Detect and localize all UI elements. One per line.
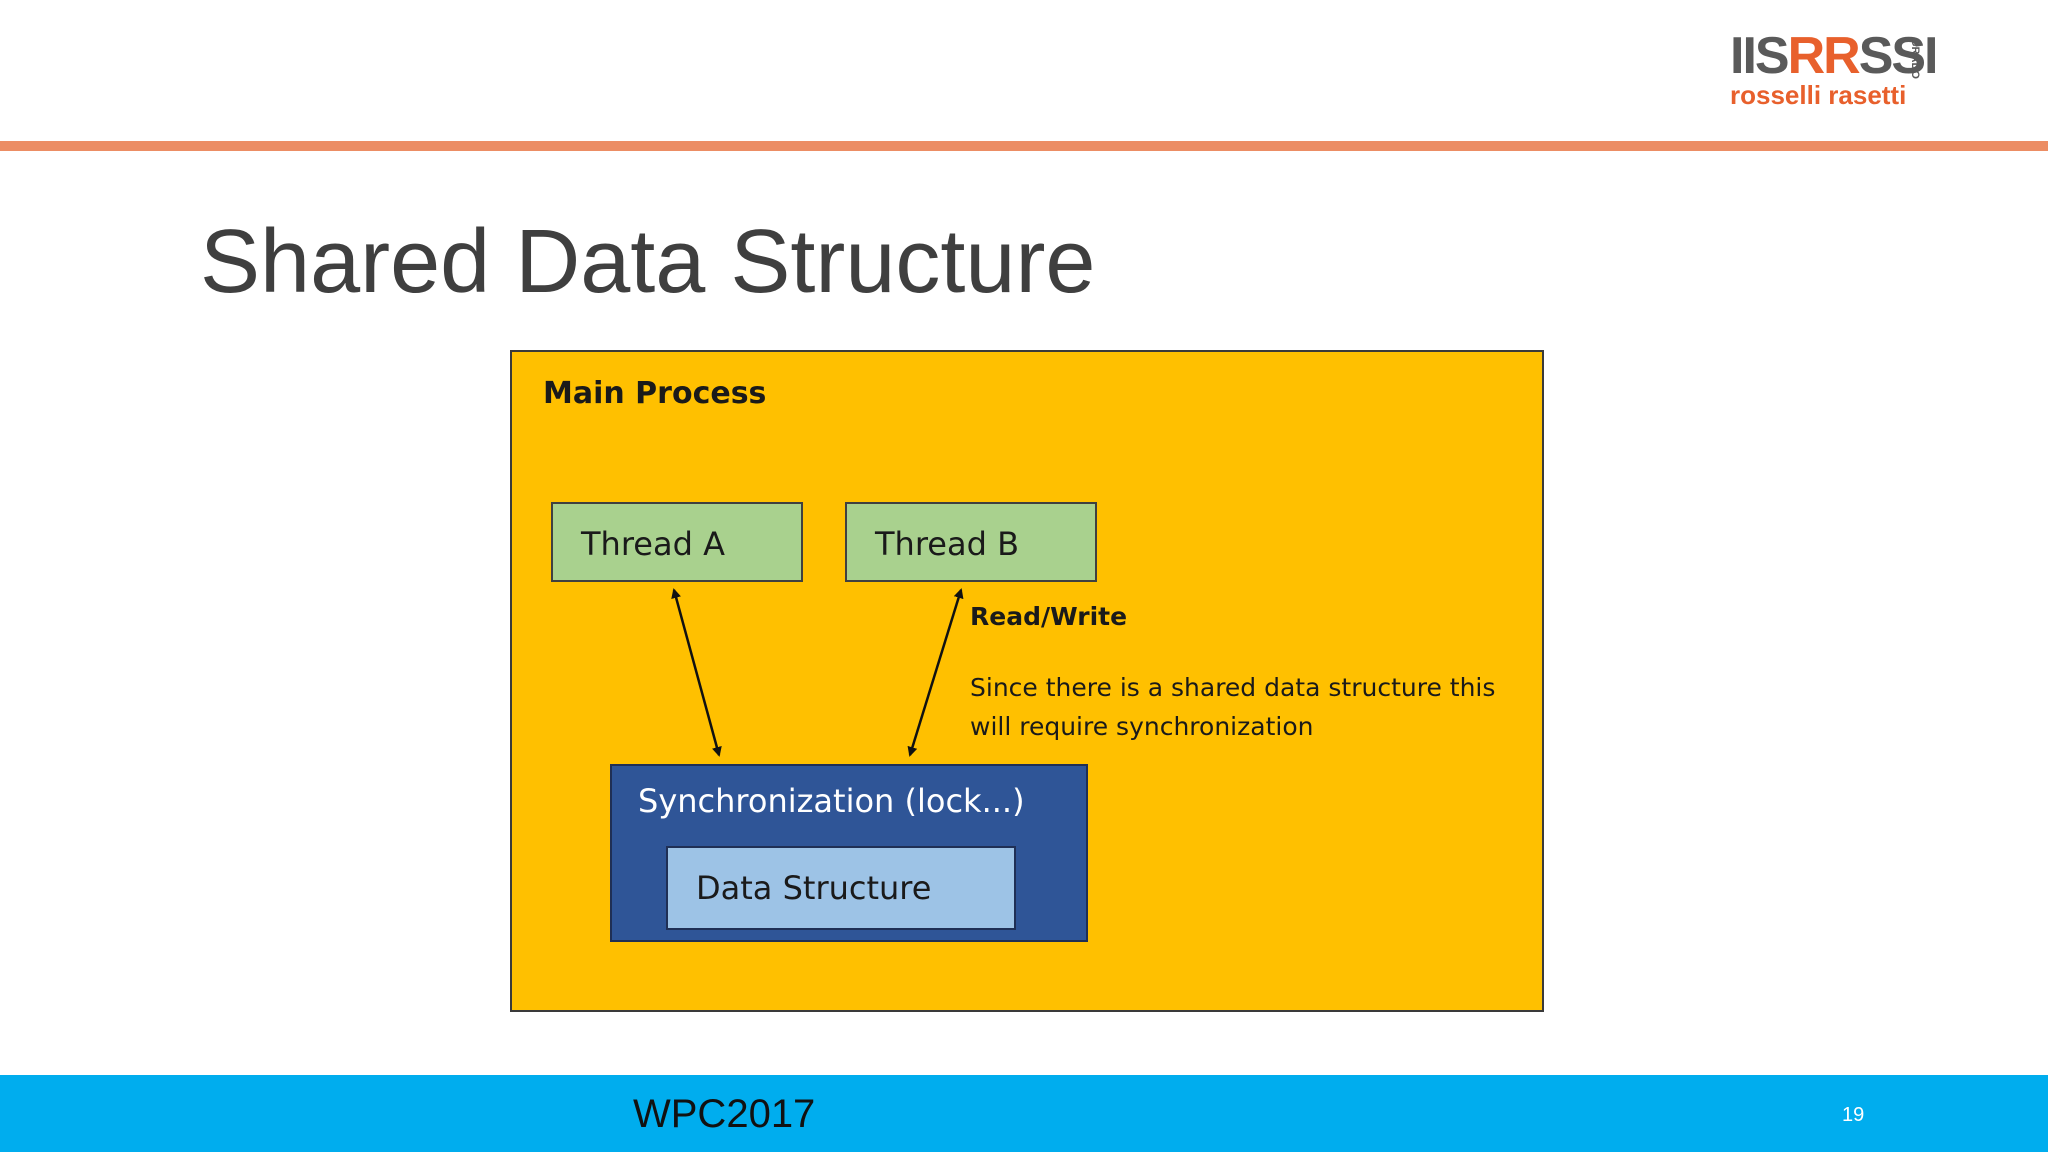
diagram-arrows (671, 588, 964, 757)
header-rule (0, 141, 2048, 151)
logo-mark-left: IIS (1730, 27, 1790, 85)
thread-a-box: Thread A (551, 502, 803, 582)
sync-note: Since there is a shared data structure t… (970, 673, 1496, 741)
thread-a-label: Thread A (581, 525, 725, 563)
logo-mark-small: GRADO (1908, 38, 1921, 79)
read-write-label: Read/Write (970, 602, 1128, 631)
footer-bar: WPC2017 19 (0, 1075, 2048, 1152)
synchronization-box: Synchronization (lock...) Data Structure (610, 764, 1088, 942)
page-number: 19 (1842, 1104, 1865, 1126)
data-structure-label: Data Structure (696, 869, 932, 907)
arrow-thread-b-sync (907, 588, 964, 757)
school-logo: IISRRSSIGRADO rosselli rasetti (1726, 24, 1939, 114)
thread-b-box: Thread B (845, 502, 1097, 582)
main-process-label: Main Process (543, 376, 767, 411)
footer-event: WPC2017 (633, 1092, 816, 1136)
thread-b-label: Thread B (875, 525, 1020, 563)
diagram: Main Process Thread A Thread B Read/Writ… (510, 350, 1544, 1012)
logo-mark-orange: RR (1787, 27, 1861, 85)
logo-subtitle: rosselli rasetti (1730, 80, 1907, 110)
data-structure-box: Data Structure (666, 846, 1016, 930)
synchronization-label: Synchronization (lock...) (638, 782, 1025, 820)
slide-title: Shared Data Structure (200, 212, 1096, 312)
logo-mark: IISRRSSIGRADO (1730, 30, 1977, 96)
arrow-thread-a-sync (671, 588, 722, 757)
logo-mark-right: SSI (1858, 27, 1939, 85)
